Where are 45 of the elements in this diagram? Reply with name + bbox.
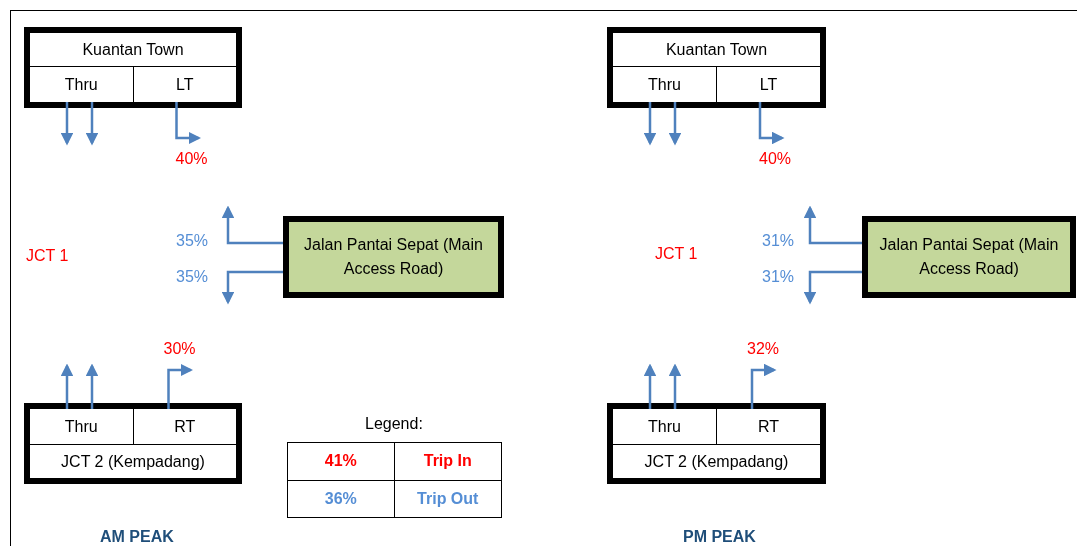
flow-arrow [175,102,201,145]
flow-arrow [758,102,785,145]
junction-box [24,27,242,108]
flow-arrow [221,270,283,305]
lane-label: Thru [613,67,717,102]
junction-label: Kuantan Town [613,33,820,67]
panel-title: AM PEAK [100,528,174,546]
junction-name: JCT 1 [655,245,698,263]
flow-arrow [803,270,862,305]
junction-box [607,403,826,484]
flow-arrow [643,363,657,409]
table-cell-text: Trip In [422,451,473,472]
table-cell: Trip Out [394,479,501,517]
lane-label: Thru [30,409,134,444]
legend-title: Legend: [365,415,423,433]
road-box [862,216,1076,298]
lane-label: Thru [613,409,717,444]
flow-arrow [668,363,682,409]
lane-label: Thru [30,67,134,102]
lane-label: LT [133,67,236,102]
flow-arrow [668,102,682,146]
flow-arrow [750,363,777,409]
flow-arrow [221,205,283,245]
junction-box [607,27,826,108]
lane-label: RT [717,409,820,444]
lane-label: RT [133,409,236,444]
flow-arrow [167,363,193,409]
flow-arrow [60,102,74,146]
road-label: Jalan Pantai Sepat (Main Access Road) [878,235,1060,279]
lane-label: LT [717,67,820,102]
junction-label: Kuantan Town [30,33,236,67]
flow-arrow [85,102,99,146]
flow-arrow [60,363,74,409]
junction-label: JCT 2 (Kempadang) [30,444,236,478]
table-cell: 36% [288,479,395,517]
road-box [283,216,504,298]
flow-arrow [803,205,862,245]
junction-name: JCT 1 [26,247,69,265]
junction-label: JCT 2 (Kempadang) [613,444,820,478]
flow-arrow [85,363,99,409]
road-label: Jalan Pantai Sepat (Main Access Road) [303,235,484,279]
junction-box [24,403,242,484]
flow-arrow [643,102,657,146]
panel-title: PM PEAK [683,528,756,546]
table-cell: 41% [288,443,395,480]
